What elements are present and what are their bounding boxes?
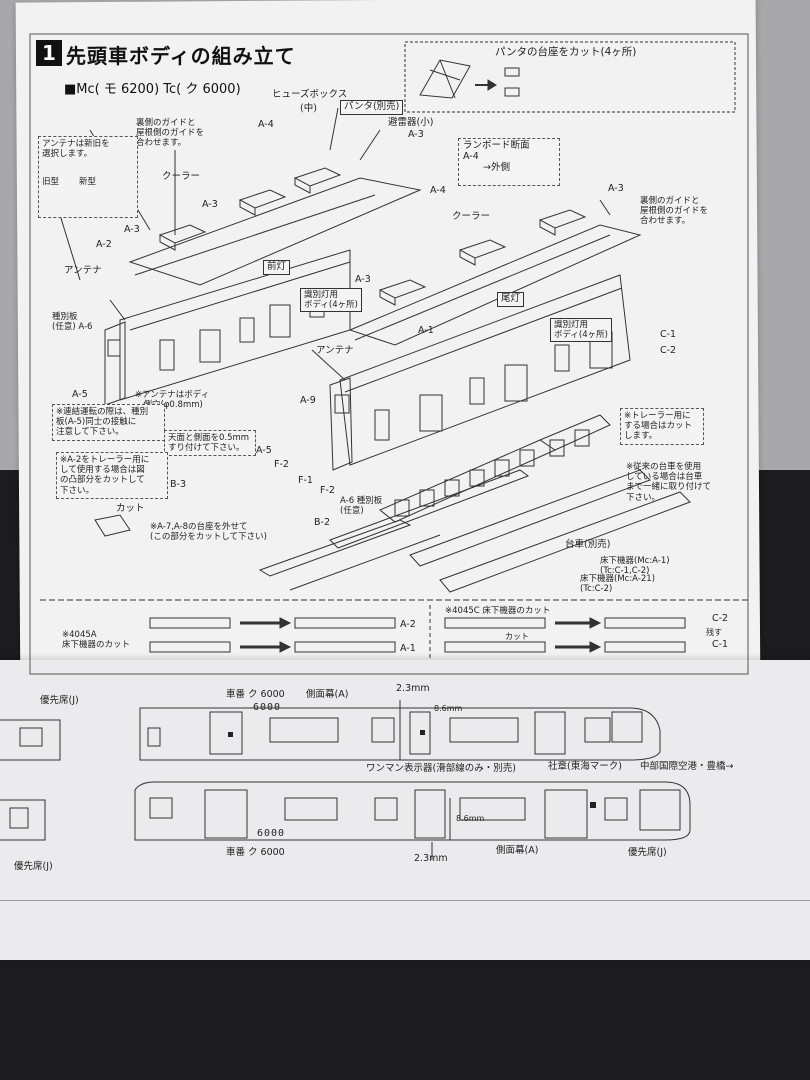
guide-note-left: 裏側のガイドと 屋根側のガイドを 合わせます。 xyxy=(136,118,205,149)
antenna-new-label: 新型 xyxy=(79,177,97,188)
rear-light-label: 尾灯 xyxy=(497,292,525,307)
antenna-label-mid: アンテナ xyxy=(316,345,354,356)
priority-seat-left-bottom: 優先席(J) xyxy=(14,861,53,872)
part-a3-1: A-3 xyxy=(124,224,140,235)
antenna-select-box: アンテナは新旧を 選択します。 旧型 新型 xyxy=(38,136,138,218)
page-title: 先頭車ボディの組み立て xyxy=(66,44,296,68)
part-a2: A-2 xyxy=(96,239,112,250)
antenna-old-label: 旧型 xyxy=(42,177,60,188)
top-dimension-v: 8.6mm xyxy=(434,704,463,713)
part-c2: C-2 xyxy=(660,345,677,356)
coupling-note: ※連結運転の際は、種別 板(A-5)同士の接触に 注意して下さい。 xyxy=(52,404,165,441)
pantograph-note: パンタの台座をカット(4ヶ所) xyxy=(495,46,637,58)
part-a3-4: A-3 xyxy=(355,274,371,285)
runboard-part: A-4 xyxy=(463,150,479,162)
fuse-box-sub: (中) xyxy=(300,103,317,114)
bottom-destination-board: 側面幕(A) xyxy=(496,845,539,856)
part-a5-1: A-5 xyxy=(72,389,88,400)
antenna-select-text: アンテナは新旧を 選択します。 xyxy=(42,139,110,160)
top-dimension-h: 2.3mm xyxy=(396,683,430,694)
part-a1: A-1 xyxy=(418,325,434,336)
type-plate-label: A-6 種別板 (任意) xyxy=(340,496,383,517)
runboard-title: ランボード断面 xyxy=(463,140,530,151)
part-b2: B-2 xyxy=(314,517,330,528)
part-a4-2: A-4 xyxy=(430,185,446,196)
trailer-right-note: ※トレーラー用に する場合はカット します。 xyxy=(620,408,704,445)
identification-body-label-b: 識別灯用 ボディ(4ヶ所) xyxy=(550,318,612,343)
cooler-label-right: クーラー xyxy=(452,211,491,222)
part-f2-2: F-2 xyxy=(320,485,335,496)
cut-strip-arrow-note: カット xyxy=(505,632,529,641)
part-cut: カット xyxy=(116,503,145,514)
cooler-label-left: クーラー xyxy=(162,171,201,182)
cut-strip-left-label: ※4045A 床下機器のカット xyxy=(62,630,131,651)
top-destination-board: 側面幕(A) xyxy=(306,689,349,700)
trailer-cut-note: ※A-2をトレーラー用に して使用する場合は図 の凸部分をカットして 下さい。 xyxy=(56,452,168,499)
bottom-dimension-v: 8.6mm xyxy=(456,814,485,823)
runboard-outside: →外側 xyxy=(483,161,510,173)
priority-seat-left-top: 優先席(J) xyxy=(40,695,79,706)
part-a3-3: A-3 xyxy=(408,129,424,140)
part-b3: B-3 xyxy=(170,479,186,490)
motor-cut-note: ※A-7,A-8の台座を外せて (この部分をカットして下さい) xyxy=(150,522,267,543)
underfloor-label-a: 床下機器(Mc:A-1) (Tc:C-1,C-2) xyxy=(600,556,670,577)
part-c1: C-1 xyxy=(660,329,677,340)
page-subtitle: ■Mc( モ 6200) Tc( ク 6000) xyxy=(64,82,241,97)
pantograph-separate-label: パンタ(別売) xyxy=(340,100,404,115)
bogie-note: ※従来の台車を使用 している場合は台車 まで一緒に取り付けて 下さい。 xyxy=(626,462,712,503)
airport-destination-label: 中部国際空港・豊橋→ xyxy=(640,761,734,772)
type-board-label: 種別板 (任意) A-6 xyxy=(52,312,93,333)
part-f2-1: F-2 xyxy=(274,459,289,470)
roof-rubbing-note: 天面と側面を0.5mm すり付けて下さい。 xyxy=(164,430,256,457)
antenna-hole-note: ※アンテナはボディ 側穴(φ0.8mm) xyxy=(135,390,210,411)
cut-strip-kept: 残す xyxy=(706,628,722,637)
part-a3-5: A-3 xyxy=(608,183,624,194)
bogie-separate-label: 台車(別売) xyxy=(565,539,611,550)
part-a5-2: A-5 xyxy=(256,445,272,456)
lightning-arrester-label: 避雷器(小) xyxy=(388,117,434,128)
guide-note-right: 裏側のガイドと 屋根側のガイドを 合わせます。 xyxy=(640,196,709,227)
cut-strip-right-label: ※4045C 床下機器のカット xyxy=(445,606,551,616)
part-a9: A-9 xyxy=(300,395,316,406)
bottom-car-plate: 6000 xyxy=(257,828,286,839)
cut-strip-a2: A-2 xyxy=(400,619,416,630)
fuse-box-label: ヒューズボックス xyxy=(272,89,348,100)
cut-strip-c1: C-1 xyxy=(712,639,729,650)
bottom-car-number: 車番 ク 6000 xyxy=(226,847,285,858)
part-a4-1: A-4 xyxy=(258,119,274,130)
runboard-section-box: ランボード断面 A-4 →外側 xyxy=(458,138,560,186)
front-light-label: 前灯 xyxy=(263,260,291,275)
cut-strip-c2: C-2 xyxy=(712,613,729,624)
wanman-display-label: ワンマン表示器(滑部線のみ・別売) xyxy=(366,763,516,774)
step-number: 1 xyxy=(36,40,62,66)
antenna-label-left: アンテナ xyxy=(64,265,102,276)
cut-strip-a1: A-1 xyxy=(400,643,416,654)
company-logo-label: 社章(東海マーク) xyxy=(548,761,622,772)
underfloor-label-b: 床下機器(Mc:A-21) (Tc:C-2) xyxy=(580,574,656,595)
bottom-dimension-h: 2.3mm xyxy=(414,853,448,864)
part-f1: F-1 xyxy=(298,475,313,486)
priority-seat-right: 優先席(J) xyxy=(628,847,667,858)
top-car-plate: 6000 xyxy=(253,702,282,713)
identification-body-label-a: 識別灯用 ボディ(4ヶ所) xyxy=(300,288,362,313)
top-car-number: 車番 ク 6000 xyxy=(226,689,285,700)
part-a3-2: A-3 xyxy=(202,199,218,210)
